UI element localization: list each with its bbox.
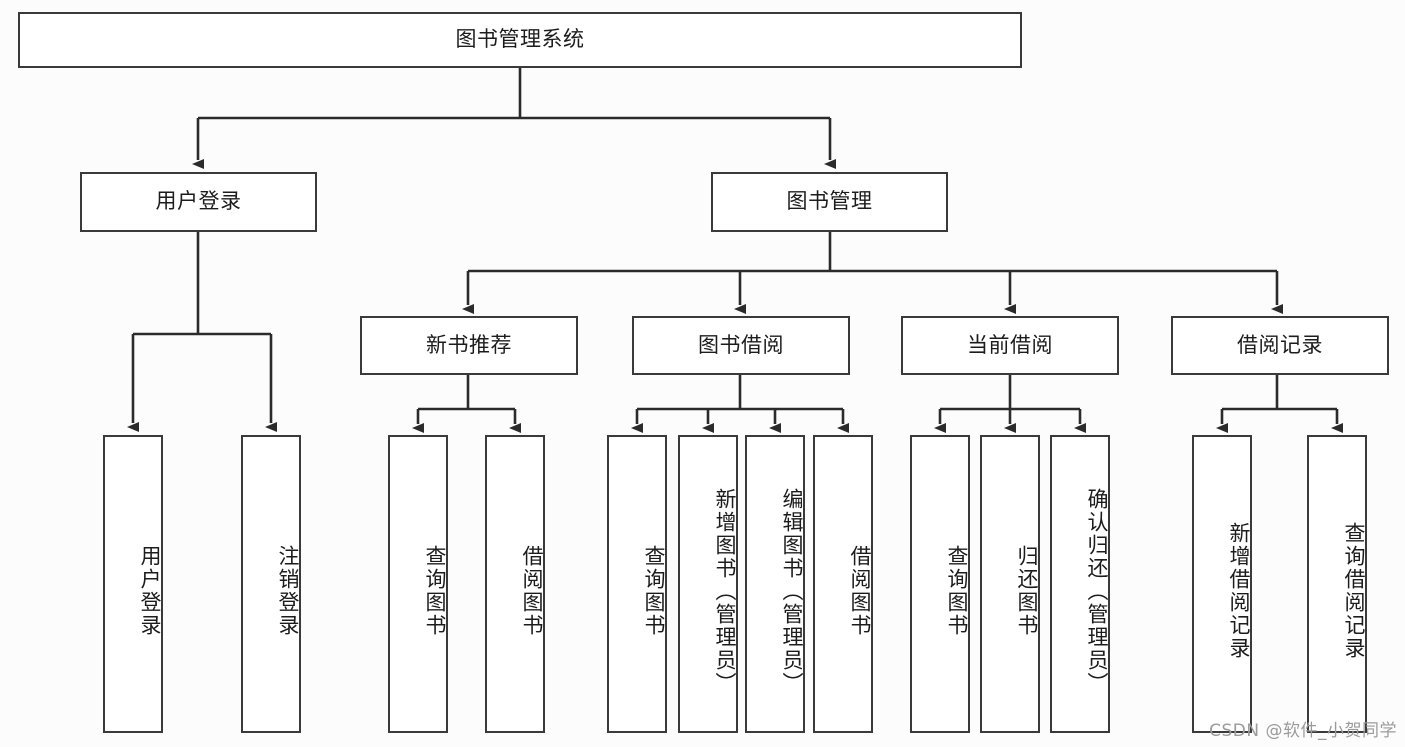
node-borrow-records-label: 借阅记录 bbox=[1237, 332, 1323, 357]
leaf-label: 新增图书（管理员） bbox=[713, 487, 737, 695]
leaf-new-book-borrow[interactable]: 借阅图书 bbox=[485, 435, 545, 733]
leaf-new-book-query[interactable]: 查询图书 bbox=[388, 435, 448, 733]
leaf-user-login-signin[interactable]: 用户登录 bbox=[103, 435, 163, 733]
leaf-current-confirm-return-admin[interactable]: 确认归还（管理员） bbox=[1050, 435, 1110, 733]
leaf-label: 借阅图书 bbox=[520, 545, 544, 637]
leaf-label: 确认归还（管理员） bbox=[1085, 487, 1109, 695]
leaf-label: 注销登录 bbox=[276, 545, 300, 637]
leaf-records-query-record[interactable]: 查询借阅记录 bbox=[1307, 435, 1367, 733]
node-book-management[interactable]: 图书管理 bbox=[711, 172, 948, 232]
leaf-current-return-book[interactable]: 归还图书 bbox=[980, 435, 1040, 733]
leaf-label: 查询借阅记录 bbox=[1342, 522, 1366, 660]
leaf-label: 查询图书 bbox=[642, 545, 666, 637]
node-book-management-label: 图书管理 bbox=[786, 189, 873, 214]
node-current-borrow-label: 当前借阅 bbox=[967, 332, 1053, 357]
node-new-book-recommend-label: 新书推荐 bbox=[426, 332, 512, 357]
leaf-current-query-book[interactable]: 查询图书 bbox=[910, 435, 970, 733]
leaf-user-login-signout[interactable]: 注销登录 bbox=[241, 435, 301, 733]
leaf-records-add-record[interactable]: 新增借阅记录 bbox=[1192, 435, 1252, 733]
leaf-borrow-add-book-admin[interactable]: 新增图书（管理员） bbox=[678, 435, 738, 733]
node-new-book-recommend[interactable]: 新书推荐 bbox=[360, 316, 578, 375]
leaf-label: 用户登录 bbox=[138, 545, 162, 637]
node-root-label: 图书管理系统 bbox=[455, 27, 585, 52]
node-root[interactable]: 图书管理系统 bbox=[18, 12, 1022, 68]
csdn-watermark: CSDN @软件_小贺同学 bbox=[1209, 721, 1397, 741]
leaf-label: 编辑图书（管理员） bbox=[780, 487, 804, 695]
leaf-borrow-edit-book-admin[interactable]: 编辑图书（管理员） bbox=[745, 435, 805, 733]
leaf-label: 查询图书 bbox=[423, 545, 447, 637]
node-user-login-label: 用户登录 bbox=[155, 189, 242, 214]
node-book-borrow[interactable]: 图书借阅 bbox=[632, 316, 850, 375]
leaf-label: 借阅图书 bbox=[848, 545, 872, 637]
node-user-login[interactable]: 用户登录 bbox=[80, 172, 317, 232]
leaf-label: 归还图书 bbox=[1015, 545, 1039, 637]
node-current-borrow[interactable]: 当前借阅 bbox=[901, 316, 1119, 375]
leaf-label: 新增借阅记录 bbox=[1227, 522, 1251, 660]
node-book-borrow-label: 图书借阅 bbox=[698, 332, 784, 357]
leaf-label: 查询图书 bbox=[945, 545, 969, 637]
node-borrow-records[interactable]: 借阅记录 bbox=[1171, 316, 1389, 375]
leaf-borrow-borrow-book[interactable]: 借阅图书 bbox=[813, 435, 873, 733]
leaf-borrow-query-book[interactable]: 查询图书 bbox=[607, 435, 667, 733]
